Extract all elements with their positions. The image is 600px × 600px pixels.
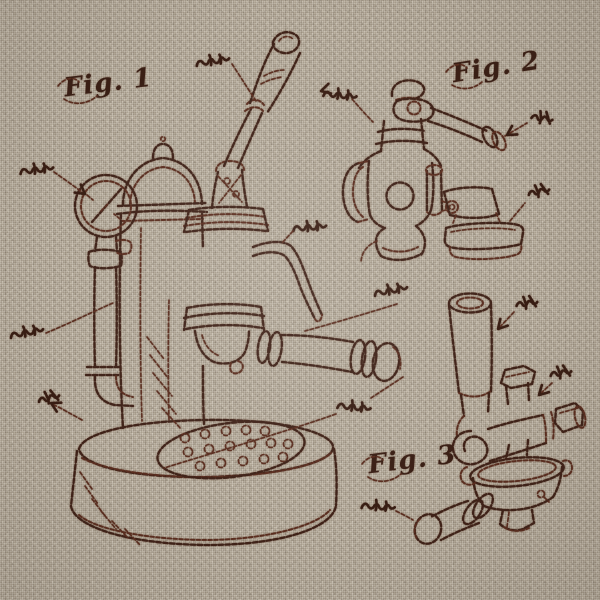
- portafilter-handle-fig3: [413, 492, 495, 545]
- valve-top-joint: [390, 79, 435, 123]
- annotation-scribble: [548, 363, 574, 382]
- annotation-scribble: [360, 497, 397, 514]
- gauge-pipe: [84, 239, 135, 408]
- annotation-scribble: [525, 181, 552, 201]
- tamper-on-base: [441, 186, 525, 261]
- figure-1-espresso-machine: Fig. 1: [8, 31, 410, 547]
- piston-cylinder: [447, 292, 493, 437]
- figure-3-portafilter-assembly: Fig. 3: [360, 292, 587, 545]
- annotation-scribble: [372, 280, 410, 300]
- annotation-scribble: [291, 218, 328, 235]
- figure-3-caption: Fig. 3: [365, 440, 458, 481]
- figure-3-label: Fig. 3: [361, 440, 458, 483]
- figure-1-caption: Fig. 1: [61, 63, 154, 104]
- fig1-annotations: [8, 51, 410, 469]
- column-hatching: [146, 336, 182, 430]
- lever-assembly: [182, 31, 302, 234]
- annotation-scribble: [18, 160, 55, 178]
- figure-1-label: Fig. 1: [57, 63, 154, 105]
- valve-body-horizontal: [451, 364, 587, 466]
- figure-2-caption: Fig. 2: [449, 46, 542, 90]
- fig2-annotations: [318, 82, 555, 222]
- group-head: [182, 302, 266, 375]
- figure-2-label: Fig. 2: [445, 46, 542, 90]
- drip-tray: [156, 420, 306, 480]
- annotation-scribble: [8, 322, 46, 342]
- fig3-annotations: [360, 293, 574, 521]
- annotation-scribble: [529, 108, 555, 127]
- base-hatching: [79, 471, 141, 546]
- machine-base: [69, 418, 338, 547]
- steam-wand: [251, 240, 324, 323]
- pressure-gauge: [73, 173, 139, 270]
- annotation-scribble: [514, 293, 540, 312]
- annotation-scribble: [194, 51, 232, 70]
- valve-body: [341, 117, 444, 264]
- figure-2-valve-assembly: Fig. 2: [318, 46, 555, 264]
- boiler-column: [115, 136, 209, 430]
- annotation-scribble: [335, 397, 373, 415]
- portafilter-handle: [256, 329, 402, 382]
- drip-tray-holes: [179, 424, 294, 472]
- valve-lever-arm: [426, 106, 507, 152]
